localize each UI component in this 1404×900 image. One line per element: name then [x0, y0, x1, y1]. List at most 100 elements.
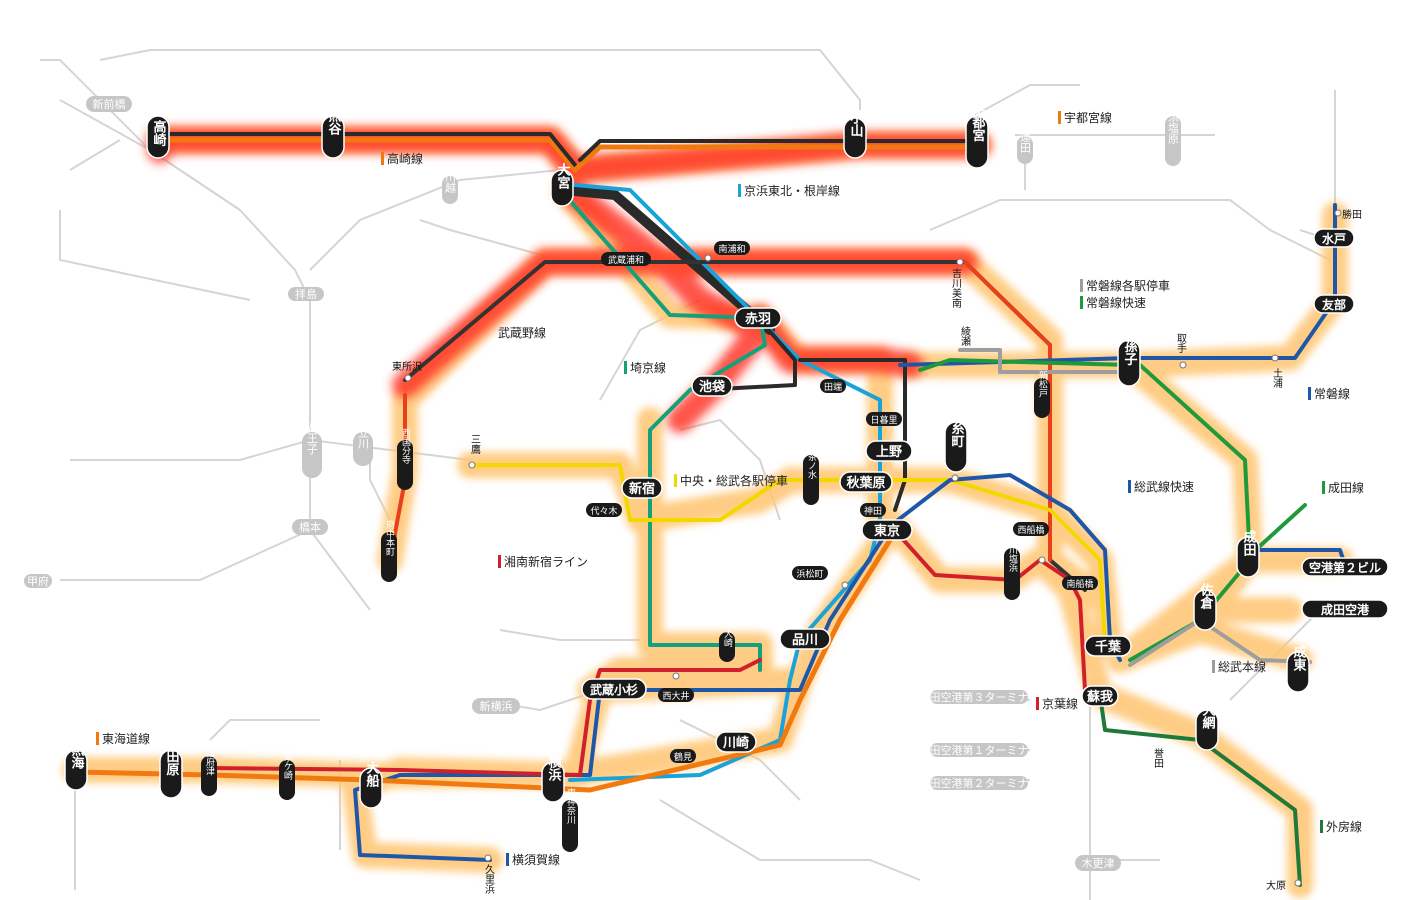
svg-text:西国分寺: 西国分寺: [400, 428, 411, 464]
station-abiko[interactable]: 我孫子: [1117, 326, 1141, 387]
station-kofu[interactable]: 甲府: [24, 574, 52, 588]
station-yokohama[interactable]: 横浜: [541, 754, 565, 803]
svg-text:八王子: 八王子: [306, 422, 319, 455]
station-ikebukuro[interactable]: 池袋: [691, 375, 733, 397]
station-akabane[interactable]: 赤羽: [734, 307, 782, 329]
station-minamiurawa[interactable]: 南浦和: [714, 241, 750, 255]
station-omiya[interactable]: 大宮: [550, 162, 574, 207]
station-musashikosugi[interactable]: 武蔵小杉: [581, 678, 647, 700]
svg-text:武蔵小杉: 武蔵小杉: [590, 682, 638, 697]
station-oyama[interactable]: 小山: [843, 111, 867, 159]
station-ayase[interactable]: 綾瀬: [959, 325, 971, 347]
svg-text:鶴見: 鶴見: [674, 751, 692, 763]
station-tomobe[interactable]: 友部: [1313, 294, 1355, 314]
station-airport2[interactable]: 空港第２ビル: [1301, 557, 1389, 577]
station-mito[interactable]: 水戸: [1313, 228, 1355, 248]
station-tsuchiura[interactable]: 土浦: [1271, 367, 1283, 389]
svg-text:上野: 上野: [876, 445, 902, 460]
svg-text:新横浜: 新横浜: [480, 699, 513, 713]
legend-sotobo: 外房線: [1320, 819, 1362, 834]
station-soga[interactable]: 蘇我: [1081, 685, 1119, 707]
svg-text:羽田空港第１ターミナル: 羽田空港第１ターミナル: [919, 743, 1040, 757]
station-nishikokubunji[interactable]: 西国分寺: [397, 428, 413, 490]
station-chiba[interactable]: 千葉: [1084, 635, 1132, 657]
station-shinagawa[interactable]: 品川: [779, 628, 831, 650]
station-kawagoe[interactable]: 川越: [442, 171, 458, 204]
station-ofuna[interactable]: 大船: [359, 760, 383, 809]
station-sakura[interactable]: 佐倉: [1193, 582, 1217, 631]
station-odawara[interactable]: 小田原: [159, 737, 183, 799]
svg-text:成田線: 成田線: [1328, 480, 1364, 495]
legend-joban: 常磐線: [1308, 386, 1350, 401]
station-akihabara[interactable]: 秋葉原: [839, 471, 893, 493]
svg-text:新前橋: 新前橋: [93, 97, 126, 111]
station-shinyokohama[interactable]: 新横浜: [472, 698, 520, 714]
svg-text:茅ケ崎: 茅ケ崎: [282, 752, 293, 779]
station-higashitokorozawa[interactable]: 東所沢: [392, 360, 422, 373]
station-nishioi[interactable]: 西大井: [658, 688, 694, 702]
station-minamifunabashi[interactable]: 南船橋: [1062, 576, 1098, 590]
station-atami[interactable]: 熱海: [64, 742, 88, 791]
station-yoshikawaminami[interactable]: 吉川美南: [950, 268, 962, 308]
station-haneda1[interactable]: 羽田空港第１ターミナル: [919, 743, 1040, 757]
station-kinshicho[interactable]: 錦糸町: [944, 408, 968, 473]
legend-musashino: 武蔵野線: [498, 325, 546, 340]
station-shinmatsudo[interactable]: 新松戸: [1034, 369, 1050, 418]
station-hachioji[interactable]: 八王子: [302, 422, 322, 479]
station-narita[interactable]: 成田: [1236, 529, 1260, 578]
station-nippori[interactable]: 日暮里: [866, 412, 902, 426]
station-nishifunabashi[interactable]: 西船橋: [1013, 522, 1049, 536]
station-kumagaya[interactable]: 熊谷: [321, 108, 345, 159]
station-kurihama[interactable]: 久里浜: [483, 864, 495, 895]
station-mitaka[interactable]: 三鷹: [469, 434, 481, 455]
station-homa[interactable]: 誉田: [1152, 747, 1164, 768]
station-oami[interactable]: 大網: [1195, 702, 1219, 751]
station-shinmaebashi[interactable]: 新前橋: [86, 96, 132, 112]
station-kawasaki[interactable]: 川崎: [715, 731, 757, 753]
legend-yokosuka: 横須賀線: [506, 852, 560, 867]
svg-text:横須賀線: 横須賀線: [512, 852, 560, 867]
station-haijima[interactable]: 拝島: [288, 287, 324, 301]
small-stations: 勝田 南浦和 武蔵浦和 吉川美南 東所沢 西国分寺 府中本町 三鷹 田端 日暮里…: [201, 208, 1362, 895]
station-toride[interactable]: 取手: [1175, 333, 1187, 354]
station-hamamatsucho[interactable]: 浜松町: [792, 566, 828, 580]
station-tsurumi[interactable]: 鶴見: [670, 749, 696, 763]
station-tabata[interactable]: 田端: [820, 379, 846, 393]
station-ohara[interactable]: 大原: [1266, 879, 1286, 892]
svg-text:大網: 大網: [1200, 702, 1216, 730]
svg-text:湘南新宿ライン: 湘南新宿ライン: [504, 554, 588, 569]
station-narita-airport[interactable]: 成田空港: [1301, 599, 1389, 619]
station-takasaki[interactable]: 高崎: [146, 115, 170, 159]
station-utsunomiya[interactable]: 宇都宮: [965, 102, 989, 169]
svg-text:羽田空港第２ターミナル: 羽田空港第２ターミナル: [919, 776, 1040, 790]
station-osaki[interactable]: 大崎: [719, 628, 735, 662]
station-hasuda[interactable]: 蓮田: [1017, 130, 1033, 164]
station-kokufuzu[interactable]: 国府津: [201, 748, 217, 796]
station-tachikawa[interactable]: 立川: [353, 426, 373, 466]
station-tokyo[interactable]: 東京: [861, 519, 913, 541]
svg-text:空港第２ビル: 空港第２ビル: [1309, 560, 1381, 575]
station-ochanomizu[interactable]: 御茶ノ水: [803, 442, 819, 505]
station-nasushiobara[interactable]: 那須塩原: [1165, 100, 1181, 166]
station-chigasaki[interactable]: 茅ケ崎: [279, 752, 295, 800]
station-hashimoto[interactable]: 橋本: [292, 519, 328, 535]
legend-joban-rapid: 常磐線快速: [1080, 295, 1146, 310]
station-haneda3[interactable]: 羽田空港第３ターミナル: [919, 690, 1040, 704]
station-katsuta[interactable]: 勝田: [1342, 208, 1362, 221]
station-ichikawashiohama[interactable]: 市川塩浜: [1004, 535, 1020, 600]
station-kisarazu[interactable]: 木更津: [1075, 855, 1121, 871]
station-higashikanagawa[interactable]: 東神奈川: [562, 787, 578, 852]
station-yoyogi[interactable]: 代々木: [586, 503, 622, 517]
station-ueno[interactable]: 上野: [865, 440, 913, 462]
station-naruto[interactable]: 成東: [1286, 644, 1310, 693]
svg-text:我孫子: 我孫子: [1122, 326, 1138, 367]
station-kanda[interactable]: 神田: [860, 503, 886, 517]
station-musashiurawa[interactable]: 武蔵浦和: [601, 252, 651, 266]
svg-text:常磐線: 常磐線: [1314, 386, 1350, 401]
station-shinjuku[interactable]: 新宿: [621, 477, 663, 499]
svg-text:武蔵野線: 武蔵野線: [498, 325, 546, 340]
station-fuchuhonmachi[interactable]: 府中本町: [381, 519, 397, 582]
legend-shonan: 湘南新宿ライン: [498, 554, 588, 569]
svg-text:川崎: 川崎: [722, 735, 749, 751]
station-haneda2[interactable]: 羽田空港第２ターミナル: [919, 776, 1040, 790]
